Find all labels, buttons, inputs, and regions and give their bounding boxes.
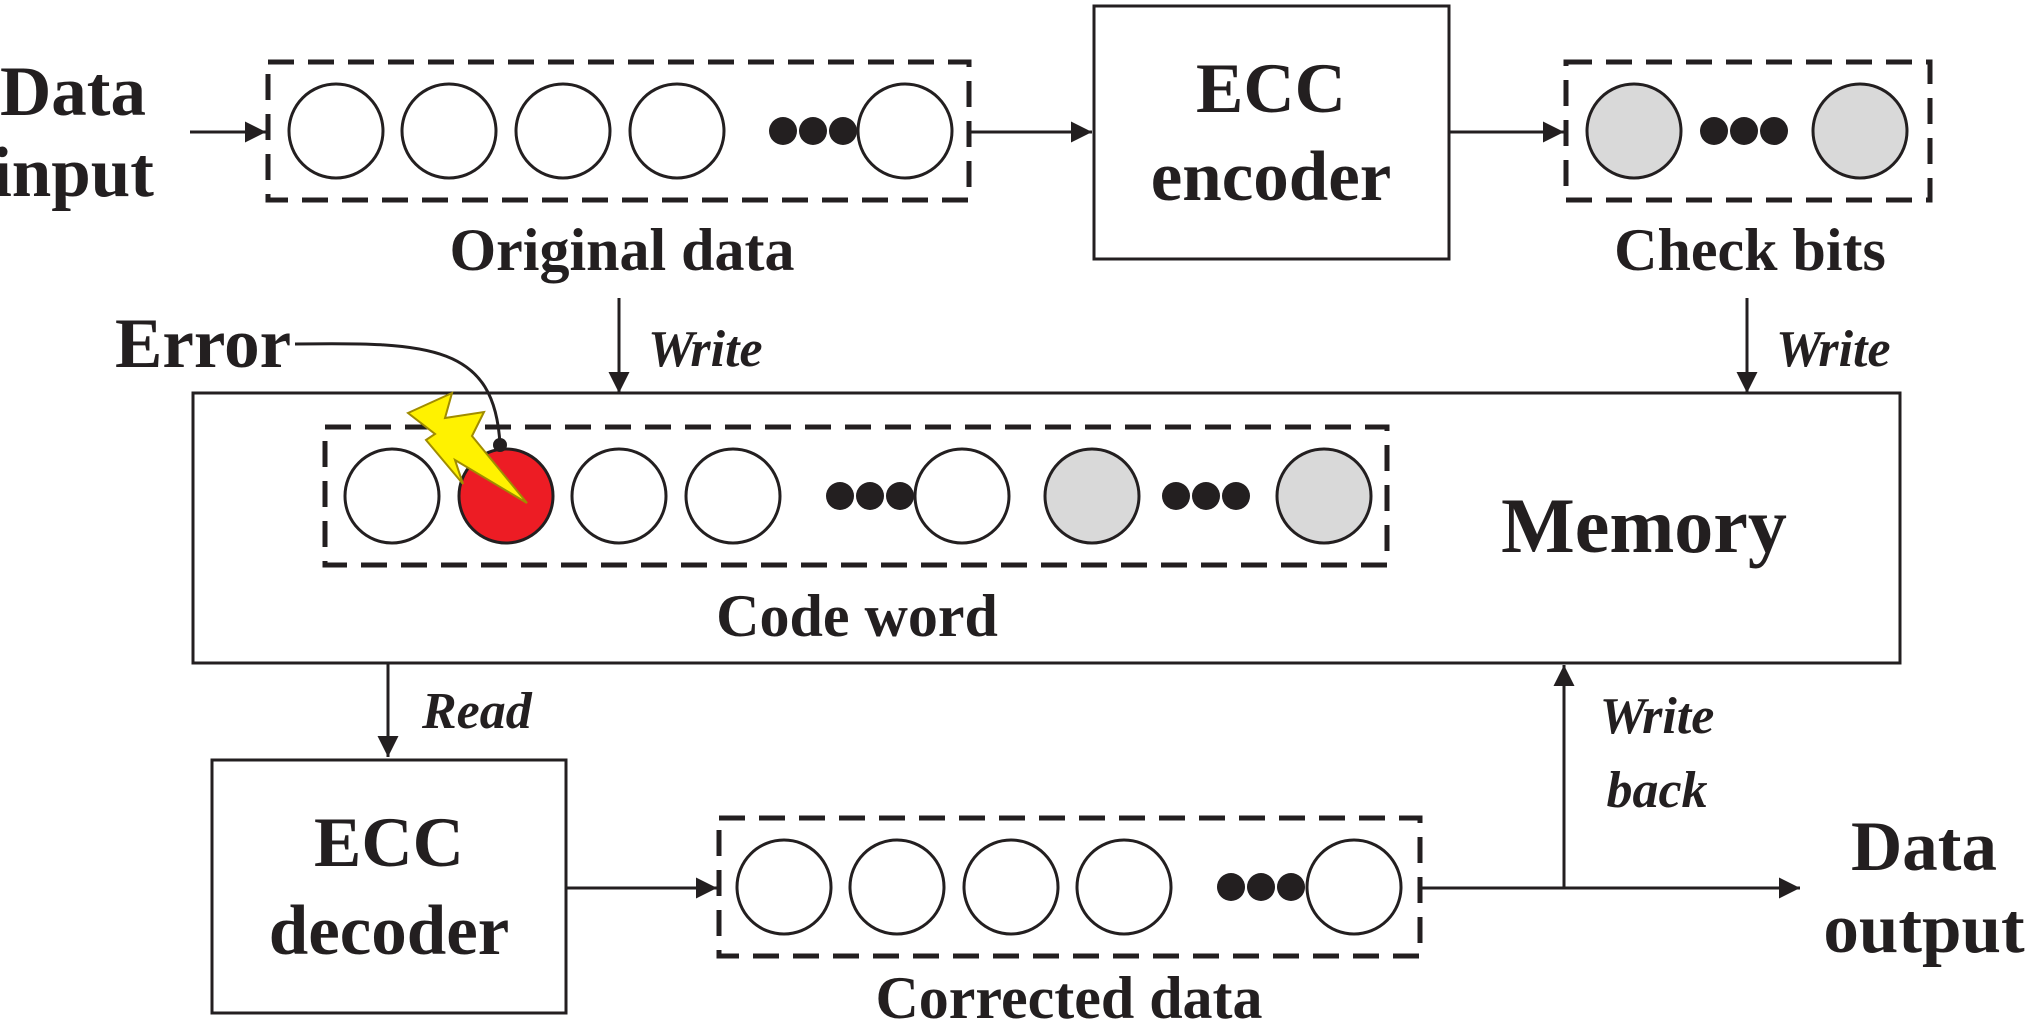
- read-label: Read: [421, 683, 533, 740]
- data-input-label-2: input: [0, 134, 154, 212]
- data-bit: [514, 82, 612, 180]
- error-leader-line: [294, 342, 502, 446]
- ellipsis-dot: [856, 482, 884, 510]
- error-leader-dot: [493, 438, 507, 452]
- data-bit: [856, 82, 954, 180]
- data-bit: [848, 838, 946, 936]
- ecc-encoder-box: [1092, 4, 1451, 261]
- check-bits-group: [1563, 59, 1933, 203]
- check-bit: [1043, 447, 1141, 545]
- write-back-label: Write: [1600, 688, 1715, 745]
- ellipsis-dot: [1162, 482, 1190, 510]
- ellipsis-dot: [799, 117, 827, 145]
- ellipsis-dot: [1217, 873, 1245, 901]
- check-bit: [1811, 82, 1909, 180]
- ecc-encoder-label-2: encoder: [1151, 138, 1392, 216]
- data-bit: [287, 82, 385, 180]
- data-bit: [343, 447, 441, 545]
- ellipsis-dot: [1760, 117, 1788, 145]
- check-bit: [1275, 447, 1373, 545]
- write-label-right: Write: [1776, 321, 1891, 378]
- ellipsis-dot: [1192, 482, 1220, 510]
- corrected-data-bits: [735, 838, 1403, 936]
- code-word-group: [322, 424, 1390, 568]
- data-output-label-2: output: [1823, 890, 2025, 968]
- check-bits-label: Check bits: [1614, 217, 1886, 283]
- error-label: Error: [115, 305, 291, 383]
- write-label-left: Write: [648, 321, 763, 378]
- ellipsis-dot: [1222, 482, 1250, 510]
- ecc-decoder-box: [210, 758, 568, 1015]
- data-output-label: Data: [1851, 808, 1997, 886]
- check-bits: [1585, 82, 1909, 180]
- data-bit: [735, 838, 833, 936]
- ellipsis-dot: [826, 482, 854, 510]
- corrected-data-label: Corrected data: [875, 965, 1262, 1025]
- ecc-decoder-label-2: decoder: [269, 892, 510, 970]
- write-back-label-2: back: [1606, 762, 1707, 819]
- ellipsis-dot: [769, 117, 797, 145]
- data-input-label: Data: [0, 53, 146, 131]
- memory-box: [191, 391, 1902, 665]
- original-data-label: Original data: [449, 217, 794, 283]
- original-data-bits: [287, 82, 954, 180]
- ellipsis-dot: [1277, 873, 1305, 901]
- data-bit: [1075, 838, 1173, 936]
- code-word-label: Code word: [716, 583, 998, 649]
- memory-label: Memory: [1501, 482, 1787, 569]
- data-bit: [628, 82, 726, 180]
- ellipsis-dot: [829, 117, 857, 145]
- ellipsis-dot: [1700, 117, 1728, 145]
- ellipsis-dot: [1730, 117, 1758, 145]
- data-bit: [1305, 838, 1403, 936]
- code-word-bits: [343, 447, 1373, 545]
- data-bit: [913, 447, 1011, 545]
- ecc-decoder-label: ECC: [314, 804, 464, 882]
- data-bit: [962, 838, 1060, 936]
- ecc-encoder-label: ECC: [1196, 50, 1346, 128]
- lightning-bolt-icon: [406, 391, 528, 504]
- check-bit: [1585, 82, 1683, 180]
- ellipsis-dot: [1247, 873, 1275, 901]
- data-bit: [400, 82, 498, 180]
- data-bit: [684, 447, 782, 545]
- ellipsis-dot: [886, 482, 914, 510]
- data-bit: [570, 447, 668, 545]
